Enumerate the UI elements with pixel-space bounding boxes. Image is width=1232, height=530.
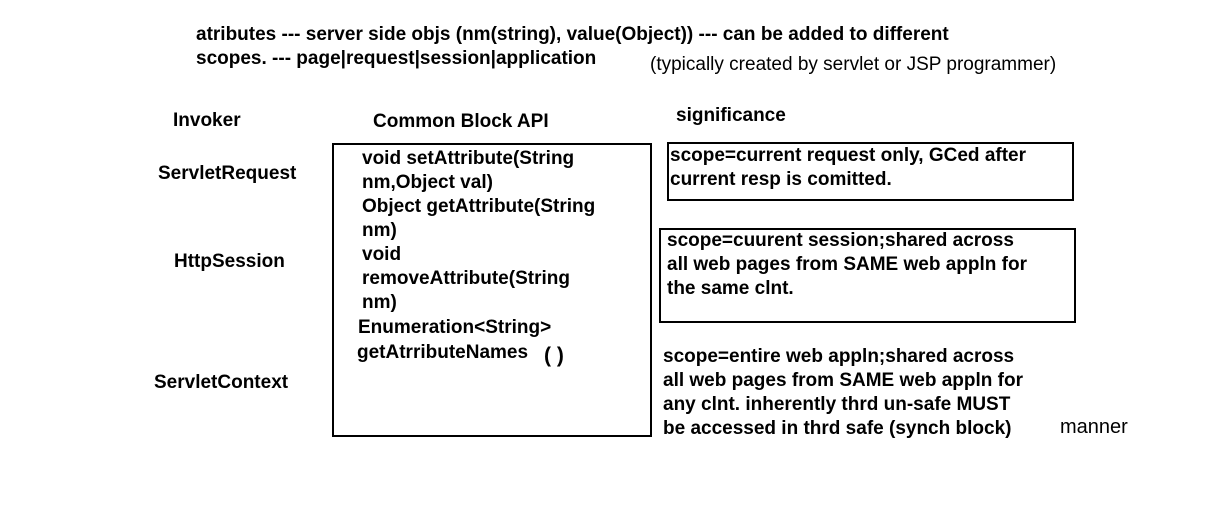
api-line: Enumeration<String> — [358, 317, 552, 338]
invoker-servlet-context: ServletContext — [154, 372, 289, 393]
column-header-api: Common Block API — [373, 111, 549, 132]
api-line: getAtrributeNames — [357, 342, 529, 363]
api-parens: ( ) — [544, 344, 564, 367]
significance-request-line: current resp is comitted. — [670, 169, 892, 190]
header-line-2: scopes. --- page|request|session|applica… — [196, 48, 597, 69]
significance-request-line: scope=current request only, GCed after — [670, 145, 1026, 166]
api-line: void — [362, 244, 402, 265]
header-line-1: atributes --- server side objs (nm(strin… — [196, 24, 949, 45]
significance-session-line: all web pages from SAME web appln for — [667, 254, 1027, 275]
api-box — [332, 143, 652, 437]
significance-context-line: all web pages from SAME web appln for — [663, 370, 1023, 391]
api-line: nm) — [362, 292, 397, 313]
api-line: nm) — [362, 220, 397, 241]
api-line: void setAttribute(String — [362, 148, 575, 169]
significance-context-line: scope=entire web appln;shared across — [663, 346, 1015, 367]
significance-context-manner: manner — [1060, 416, 1128, 438]
significance-session-line: scope=cuurent session;shared across — [667, 230, 1014, 251]
significance-session-line: the same clnt. — [667, 278, 794, 299]
api-line: removeAttribute(String — [362, 268, 570, 289]
api-line: nm,Object val) — [362, 172, 493, 193]
significance-context-line: be accessed in thrd safe (synch block) — [663, 418, 1012, 439]
api-line: Object getAttribute(String — [362, 196, 596, 217]
invoker-http-session: HttpSession — [174, 251, 285, 272]
column-header-significance: significance — [676, 105, 786, 126]
significance-request-box — [667, 142, 1074, 201]
significance-context-line: any clnt. inherently thrd un-safe MUST — [663, 394, 1011, 415]
significance-session-box — [659, 228, 1076, 323]
header-note: (typically created by servlet or JSP pro… — [650, 54, 1057, 75]
invoker-servlet-request: ServletRequest — [158, 163, 297, 184]
column-header-invoker: Invoker — [173, 110, 241, 131]
